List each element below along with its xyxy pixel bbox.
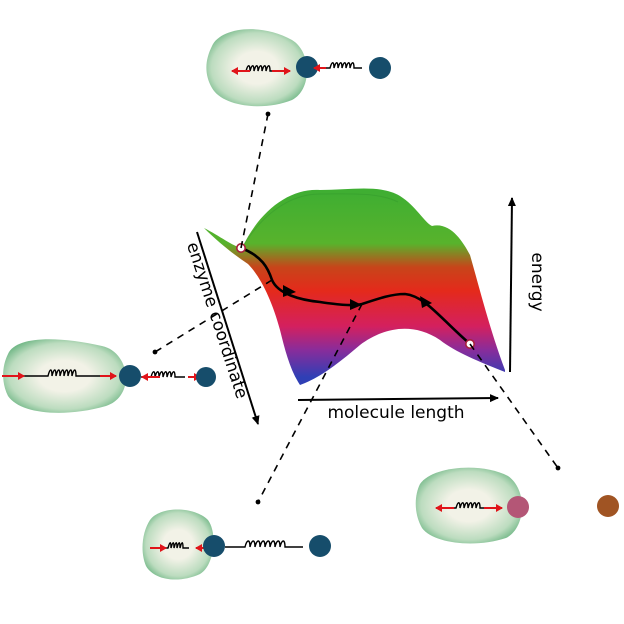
- axis-enzyme-coordinate-arrow: [196, 231, 260, 425]
- state-illustration-released: [415, 467, 619, 544]
- bead-icon: [203, 535, 225, 557]
- spring-icon: [444, 502, 492, 509]
- leader-dot-left: [152, 349, 158, 355]
- bead-icon-free: [597, 495, 619, 517]
- spring-icon: [225, 540, 303, 548]
- state-illustration-initial: [206, 29, 391, 107]
- bead-icon: [196, 367, 216, 387]
- path-arrow-1: [283, 285, 296, 297]
- spring-icon: [18, 369, 102, 377]
- leader-line-left: [154, 279, 273, 353]
- bead-icon-transition: [507, 496, 529, 518]
- path-arrow-3: [420, 296, 432, 308]
- axis-molecule-length-label: molecule length: [327, 403, 464, 423]
- axis-energy-arrow: [507, 197, 516, 373]
- energy-surface: [204, 188, 505, 385]
- state-illustration-compressed: [2, 339, 216, 413]
- leader-line-top: [240, 113, 269, 249]
- bead-icon: [369, 57, 391, 79]
- bead-icon: [309, 535, 331, 557]
- bead-icon: [296, 56, 318, 78]
- leader-dot-bottom: [255, 499, 261, 505]
- state-illustration-stretched: [142, 509, 331, 580]
- leader-dot-right: [555, 465, 561, 471]
- energy-surface-ridge: [241, 193, 399, 249]
- axis-molecule-length-arrow: [297, 394, 499, 403]
- bead-icon: [119, 365, 141, 387]
- spring-icon: [162, 542, 189, 549]
- spring-icon: [318, 62, 362, 69]
- axis-energy-label: energy: [527, 252, 547, 311]
- leader-dot-top: [265, 111, 271, 117]
- reaction-path: [240, 246, 471, 345]
- enzyme-body: [206, 29, 307, 107]
- path-arrow-2: [350, 299, 362, 310]
- leader-line-bottom: [257, 303, 363, 503]
